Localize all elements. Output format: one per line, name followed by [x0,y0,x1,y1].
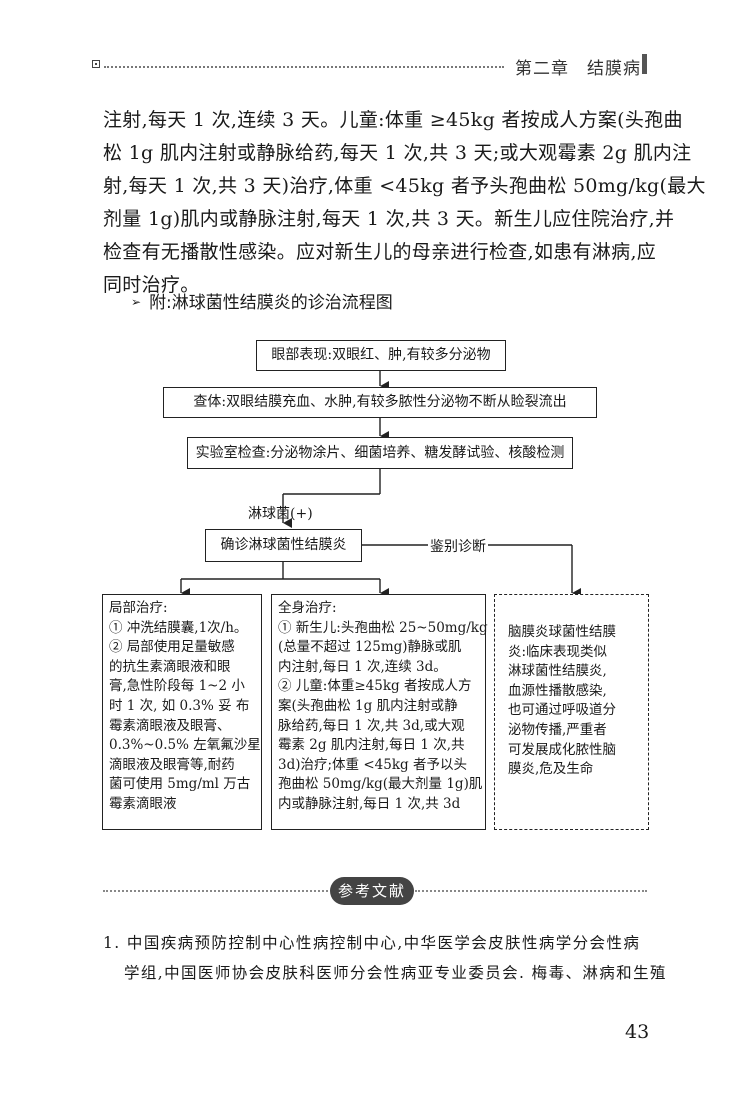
differential-line: 可发展成化脓性脑 [508,741,616,758]
differential-diagnosis-label: 鉴别诊断 [428,536,488,556]
references-dotted-rule-right [415,890,647,892]
differential-line: 膜炎,危及生命 [508,761,594,778]
page-number: 43 [625,1021,650,1043]
flow-step-physical-exam: 查体:双眼结膜充血、水肿,有较多脓性分泌物不断从睑裂流出 [163,387,597,418]
local-treatment-line: ① 冲洗结膜囊,1次/h。 [109,619,248,636]
systemic-treatment-line: 脉给药,每日 1 次,共 3d,或大观 [278,717,465,734]
appendix-heading-text: 附:淋球菌性结膜炎的诊治流程图 [149,293,393,313]
paragraph-line: 同时治疗。 [103,274,200,296]
local-treatment-line: 0.3%~0.5% 左氧氟沙星 [109,737,261,754]
local-treatment-line: 滴眼液及眼膏等,耐药 [109,756,235,773]
local-treatment-line: 膏,急性阶段每 1~2 小 [109,678,245,695]
differential-line: 也可通过呼吸道分 [508,702,616,719]
systemic-treatment-line: (总量不超过 125mg)静脉或肌 [278,639,462,656]
body-paragraph: 注射,每天 1 次,连续 3 天。儿童:体重 ≥45kg 者按成人方案(头孢曲 … [103,104,706,302]
header-bar [642,54,647,74]
positive-result-label: 淋球菌(+) [248,506,313,522]
paragraph-line: 射,每天 1 次,共 3 天)治疗,体重 <45kg 者予头孢曲松 50mg/k… [103,175,706,197]
local-treatment-line: 霉素滴眼液及眼膏、 [109,717,231,734]
local-treatment-line: 的抗生素滴眼液和眼 [109,658,231,675]
differential-line: 泌物传播,严重者 [508,721,607,738]
systemic-treatment-line: 全身治疗: [278,600,337,616]
differential-line: 炎:临床表现类似 [508,643,608,660]
local-treatment-line: 霉素滴眼液 [109,795,177,812]
differential-diagnosis-box: 脑膜炎球菌性结膜 炎:临床表现类似 淋球菌性结膜炎, 血源性播散感染, 也可通过… [494,594,649,830]
references-list: 1. 中国疾病预防控制中心性病控制中心,中华医学会皮肤性病学分会性病 学组,中国… [103,928,667,988]
systemic-treatment-line: 孢曲松 50mg/kg(最大剂量 1g)肌 [278,776,483,793]
differential-line: 血源性播散感染, [508,682,607,699]
references-dotted-rule-left [103,890,328,892]
systemic-treatment-line: 内或静脉注射,每日 1 次,共 3d [278,795,461,812]
paragraph-line: 检查有无播散性感染。应对新生儿的母亲进行检查,如患有淋病,应 [103,241,657,263]
header-dotted-rule [104,66,504,68]
systemic-treatment-line: 霉素 2g 肌内注射,每日 1 次,共 [278,737,465,754]
header-marker [92,60,100,68]
systemic-treatment-line: 案(头孢曲松 1g 肌内注射或静 [278,697,458,714]
systemic-treatment-line: ① 新生儿:头孢曲松 25~50mg/kg [278,619,488,636]
arrowhead-bullet-icon: ➢ [131,295,142,309]
paragraph-line: 松 1g 肌内注射或静脉给药,每天 1 次,共 3 天;或大观霉素 2g 肌内注 [103,142,692,164]
reference-item-line: 1. 中国疾病预防控制中心性病控制中心,中华医学会皮肤性病学分会性病 [103,934,641,952]
references-heading: 参考文献 [330,877,414,905]
reference-item-line: 学组,中国医师协会皮肤科医师分会性病亚专业委员会. 梅毒、淋病和生殖 [124,964,667,982]
systemic-treatment-line: ② 儿童:体重≥45kg 者按成人方 [278,678,472,695]
paragraph-line: 剂量 1g)肌内或静脉注射,每天 1 次,共 3 天。新生儿应住院治疗,并 [103,208,675,230]
differential-line: 脑膜炎球菌性结膜 [508,624,616,640]
running-header-title: 第二章 结膜病 [515,59,641,79]
systemic-treatment-line: 内注射,每日 1 次,连续 3d。 [278,658,447,675]
appendix-heading: ➢ 附:淋球菌性结膜炎的诊治流程图 [131,288,393,313]
flow-diagnosis-box: 确诊淋球菌性结膜炎 [205,529,362,562]
paragraph-line: 注射,每天 1 次,连续 3 天。儿童:体重 ≥45kg 者按成人方案(头孢曲 [103,109,683,131]
local-treatment-line: 菌可使用 5mg/ml 万古 [109,776,251,793]
systemic-treatment-box: 全身治疗: ① 新生儿:头孢曲松 25~50mg/kg (总量不超过 125mg… [271,594,488,830]
flow-step-eye-signs: 眼部表现:双眼红、肿,有较多分泌物 [256,340,506,371]
local-treatment-box: 局部治疗: ① 冲洗结膜囊,1次/h。 ② 局部使用足量敏感 的抗生素滴眼液和眼… [102,594,262,830]
differential-line: 淋球菌性结膜炎, [508,663,607,680]
systemic-treatment-line: 3d)治疗;体重 <45kg 者予以头 [278,756,467,773]
local-treatment-line: 局部治疗: [109,600,168,616]
flow-step-lab-tests: 实验室检查:分泌物涂片、细菌培养、糖发酵试验、核酸检测 [187,437,573,469]
local-treatment-line: 时 1 次, 如 0.3% 妥 布 [109,697,250,714]
local-treatment-line: ② 局部使用足量敏感 [109,639,235,656]
